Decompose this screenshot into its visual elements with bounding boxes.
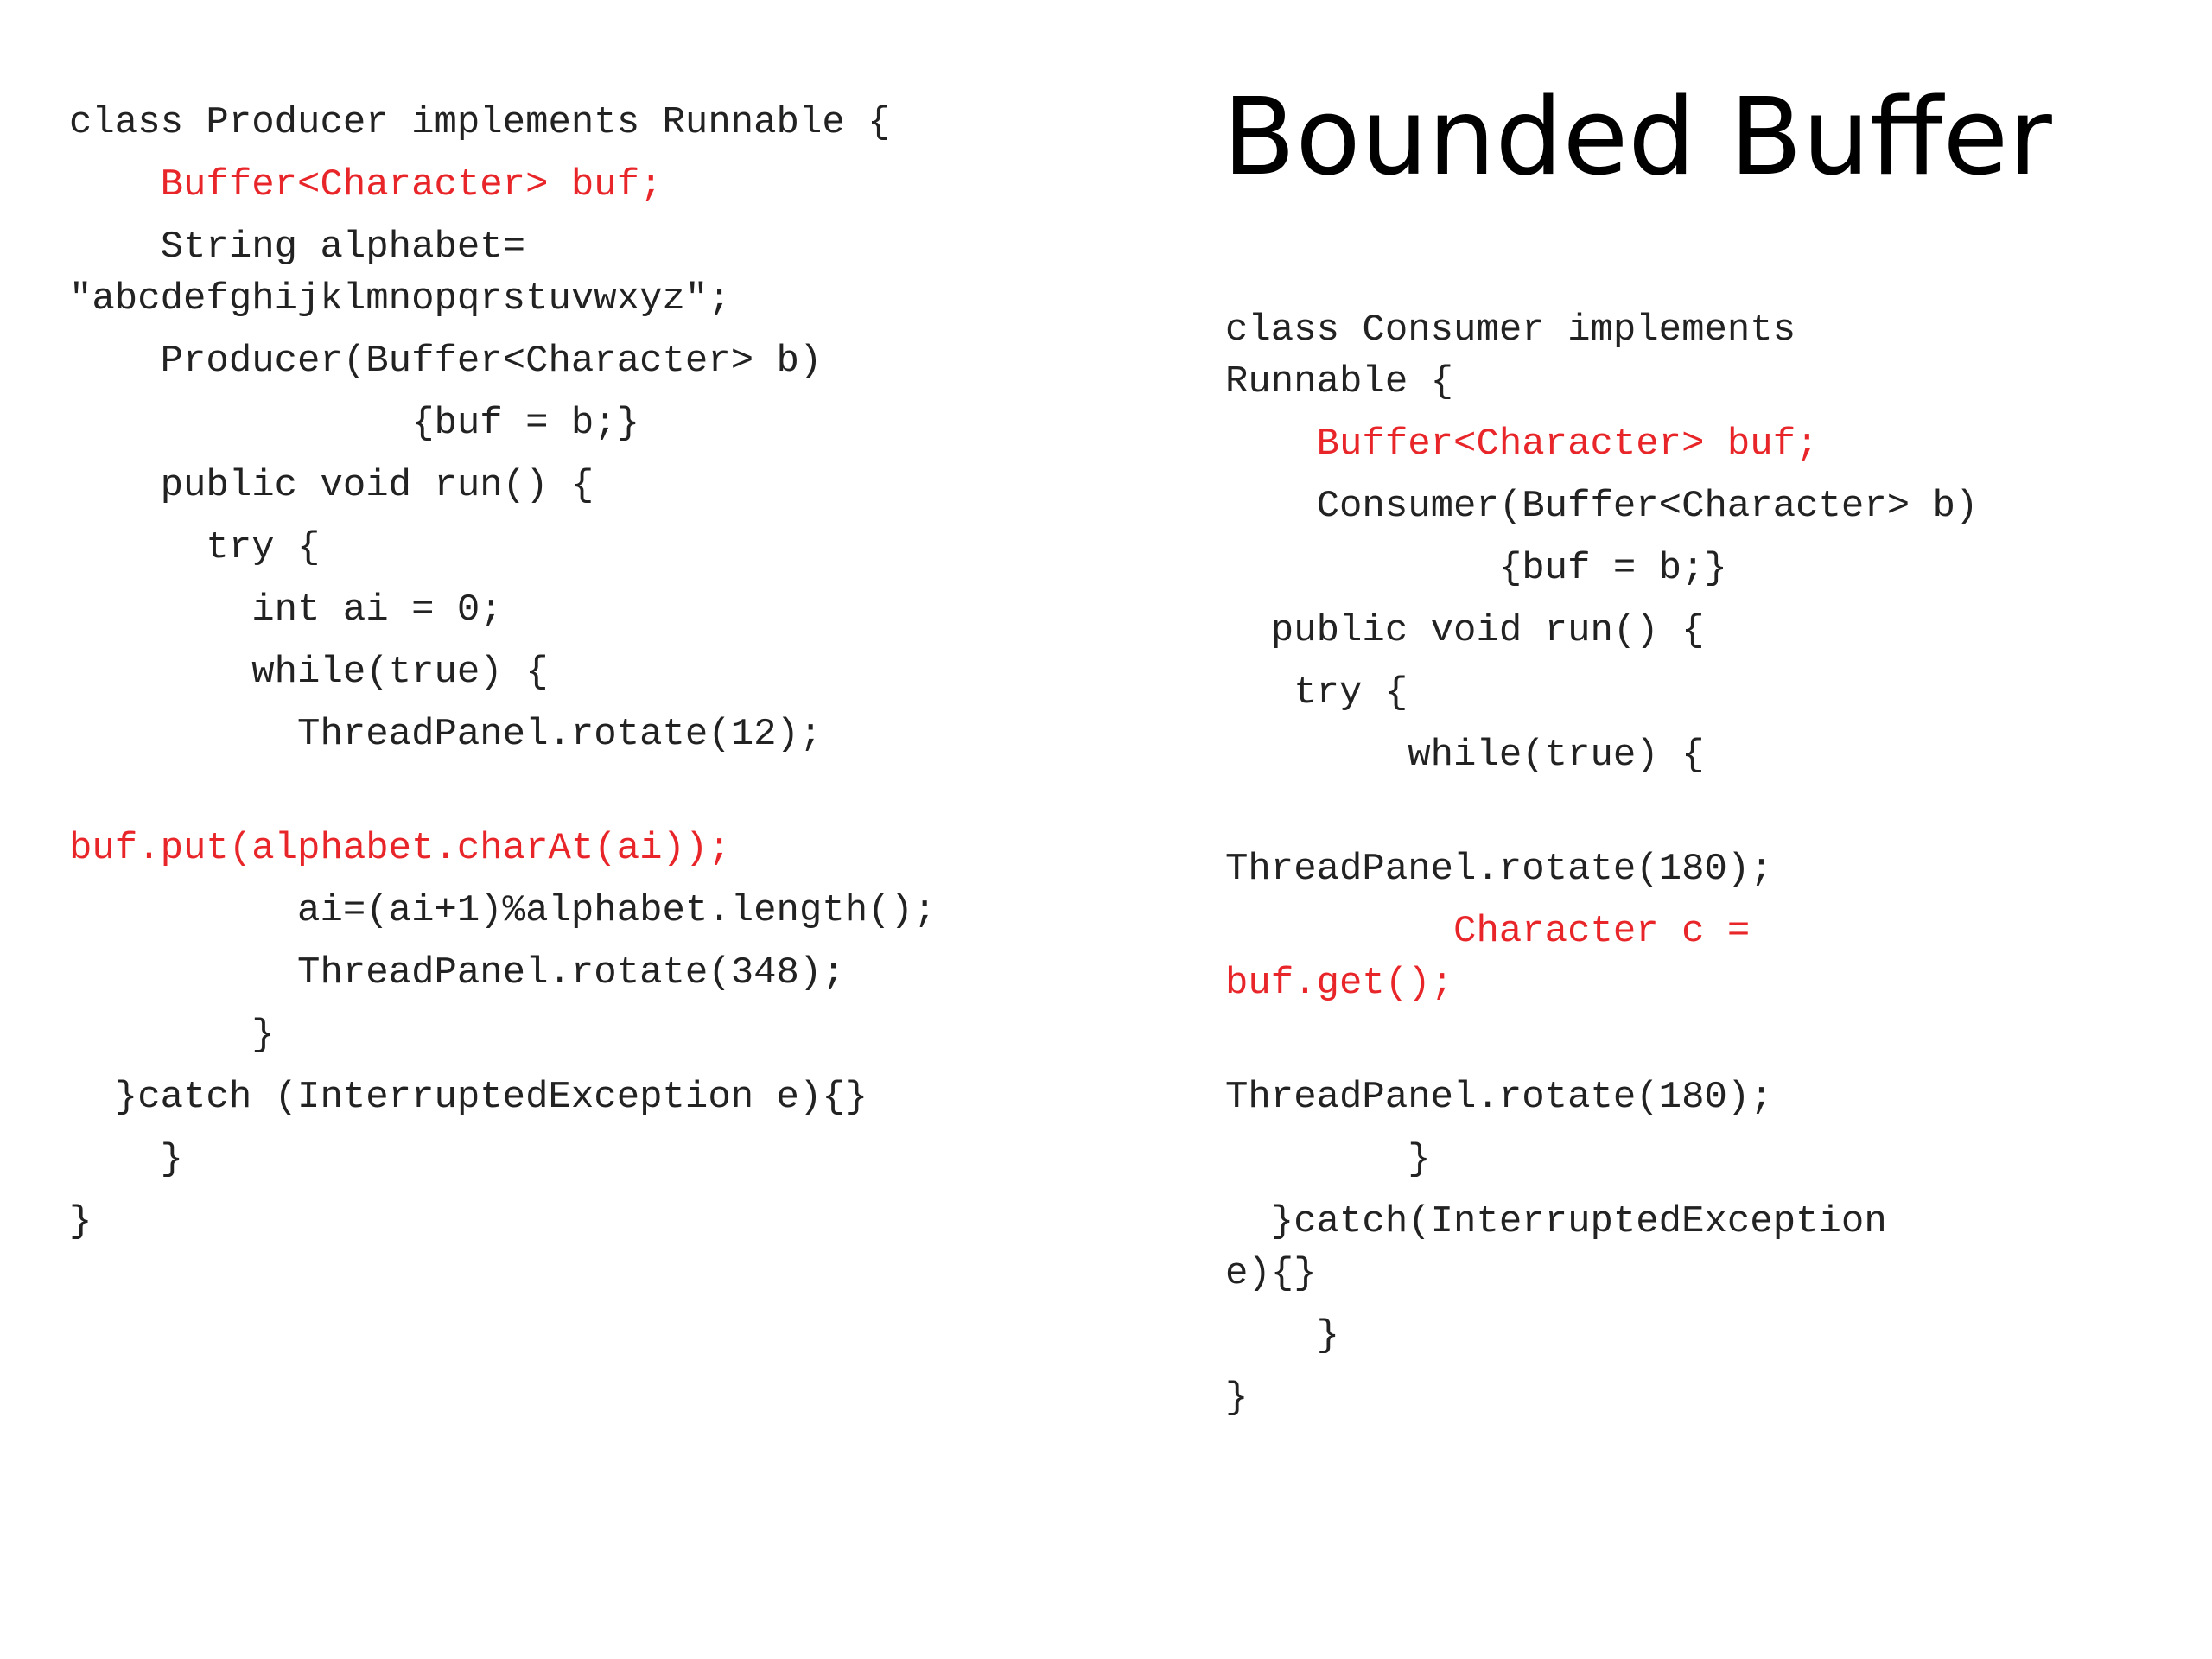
code-line: int ai = 0; [69, 588, 503, 632]
code-line: ai=(ai+1)%alphabet.length(); [69, 889, 937, 932]
consumer-code-block: class Consumer implements Runnable { Buf… [1225, 304, 2202, 1514]
code-line: class Producer implements Runnable { [69, 101, 891, 144]
code-line-highlighted: buf.put(alphabet.charAt(ai)); [69, 827, 731, 870]
code-line: ThreadPanel.rotate(348); [69, 951, 845, 995]
code-line: }catch (InterruptedException e){} [69, 1076, 868, 1119]
code-line: String alphabet= [69, 226, 526, 269]
slide-title: Bounded Buffer [1223, 76, 2052, 200]
code-line: public void run() { [69, 464, 594, 507]
code-line: {buf = b;} [1225, 547, 1727, 590]
code-line: Producer(Buffer<Character> b) [69, 340, 823, 383]
code-line: ThreadPanel.rotate(180); [1225, 1076, 1773, 1119]
code-line: {buf = b;} [69, 402, 640, 445]
code-line: } [1225, 1138, 1431, 1181]
code-line: } [1225, 1376, 1249, 1420]
code-line: public void run() { [1225, 609, 1705, 652]
code-line-highlighted: Character c = [1225, 910, 1751, 953]
code-line: while(true) { [69, 651, 549, 694]
code-line: "abcdefghijklmnopqrstuvwxyz"; [69, 277, 731, 321]
code-line: e){} [1225, 1252, 1317, 1295]
code-line: } [69, 1138, 184, 1181]
code-line: }catch(InterruptedException [1225, 1200, 1887, 1243]
code-line: try { [69, 526, 321, 569]
code-line: } [69, 1200, 92, 1243]
code-line: Consumer(Buffer<Character> b) [1225, 485, 1979, 528]
code-line: Runnable { [1225, 360, 1454, 404]
code-line: } [1225, 1314, 1340, 1357]
code-line: class Consumer implements [1225, 308, 1796, 352]
producer-code-block: class Producer implements Runnable { Buf… [69, 97, 1184, 1306]
code-line-highlighted: Buffer<Character> buf; [1225, 423, 1819, 466]
code-line-highlighted: buf.get(); [1225, 962, 1454, 1005]
code-line: ThreadPanel.rotate(180); [1225, 848, 1773, 891]
code-line: ThreadPanel.rotate(12); [69, 713, 823, 756]
code-line: while(true) { [1225, 734, 1705, 777]
code-line: try { [1225, 671, 1408, 715]
code-line: } [69, 1014, 275, 1057]
code-line-highlighted: Buffer<Character> buf; [69, 163, 663, 207]
